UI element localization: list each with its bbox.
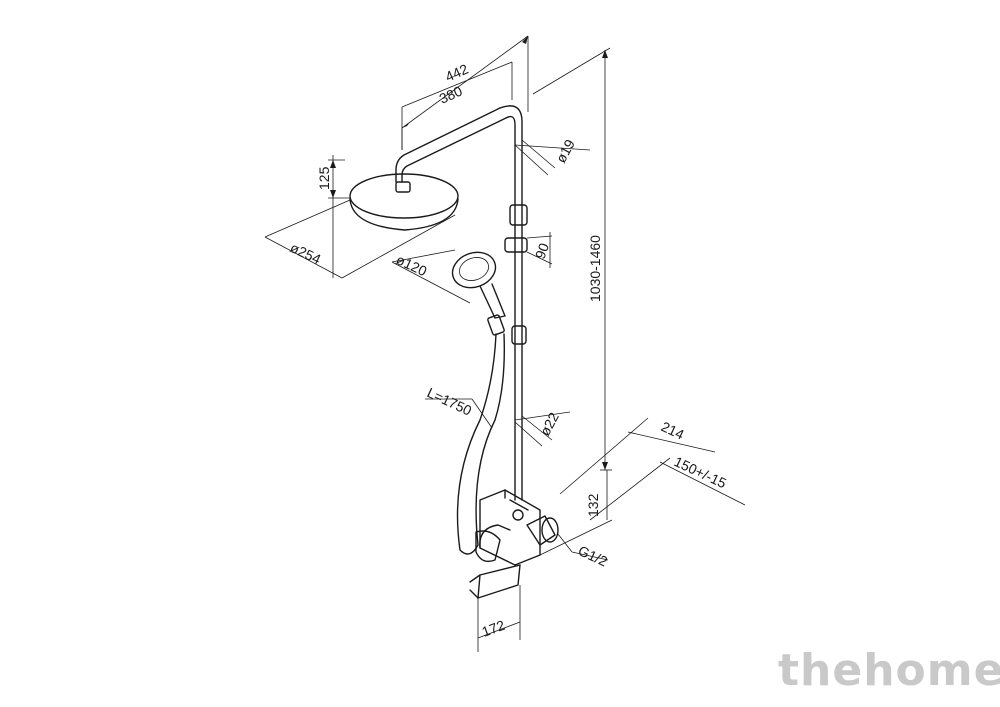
riser-pipe [504,204,528,501]
rain-shower-head [349,173,459,231]
dim-L1750: L=1750 [425,384,475,418]
hand-shower [451,251,506,555]
dim-19: ø19 [553,136,579,165]
mixer-body [469,489,559,599]
shower-arm [395,105,523,206]
dim-90: 90 [532,241,552,261]
dim-380: 380 [437,83,465,107]
dimension-lines [264,35,746,652]
dim-172: 172 [480,617,508,640]
dim-g12: G1/2 [576,542,610,569]
dim-120: ø120 [394,251,430,279]
dim-1030-1460: 1030-1460 [587,235,603,302]
dim-132: 132 [585,493,601,517]
dimension-arrows [330,36,608,470]
dim-125: 125 [316,166,332,190]
watermark-logo: thehome [778,645,1000,696]
dim-214: 214 [659,418,687,442]
dim-254: ø254 [288,239,324,267]
